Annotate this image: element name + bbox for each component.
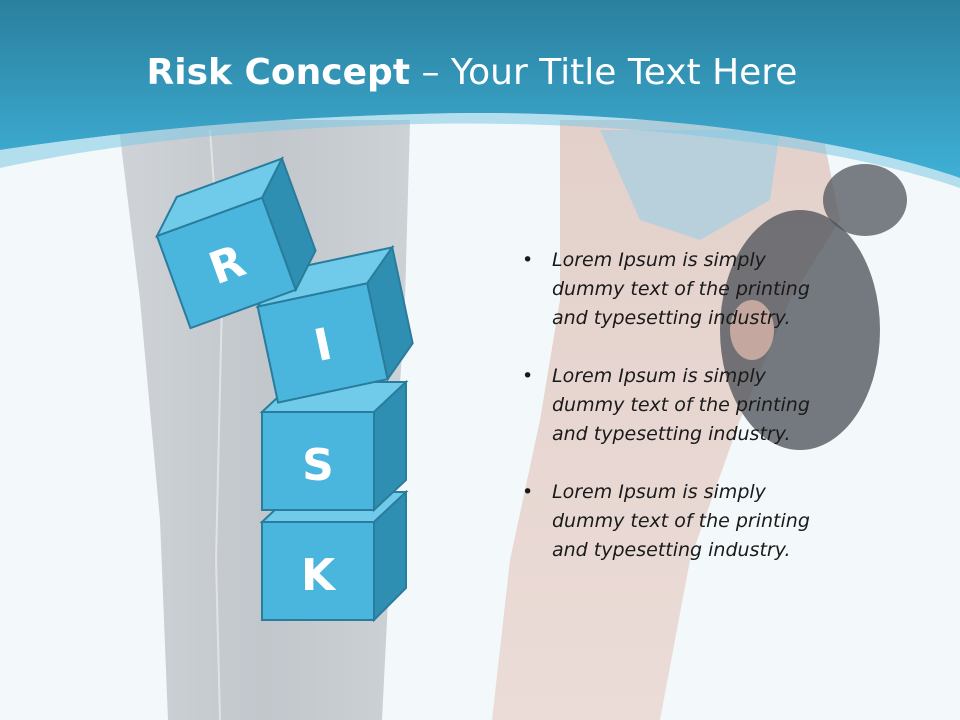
block-letter-k: K [301, 550, 337, 601]
slide-title: Risk Concept – Your Title Text Here [0, 52, 944, 93]
header-wave [0, 0, 960, 188]
bullet-text: Lorem Ipsum is simply dummy text of the … [552, 249, 810, 329]
bullet-item: • Lorem Ipsum is simply dummy text of th… [520, 478, 840, 565]
bullet-text: Lorem Ipsum is simply dummy text of the … [552, 365, 810, 445]
block-k: K [259, 489, 409, 623]
bullet-text: Lorem Ipsum is simply dummy text of the … [552, 481, 810, 561]
block-letter-s: S [302, 440, 334, 491]
bullet-marker: • [522, 481, 534, 503]
bullet-list: • Lorem Ipsum is simply dummy text of th… [520, 246, 840, 594]
bullet-item: • Lorem Ipsum is simply dummy text of th… [520, 362, 840, 449]
bullet-marker: • [522, 365, 534, 387]
bullet-item: • Lorem Ipsum is simply dummy text of th… [520, 246, 840, 333]
block-s: S [259, 379, 409, 513]
block-r: R [154, 156, 317, 330]
title-rest: – Your Title Text Here [421, 52, 798, 93]
bullet-marker: • [522, 249, 534, 271]
title-bold: Risk Concept [146, 52, 411, 93]
